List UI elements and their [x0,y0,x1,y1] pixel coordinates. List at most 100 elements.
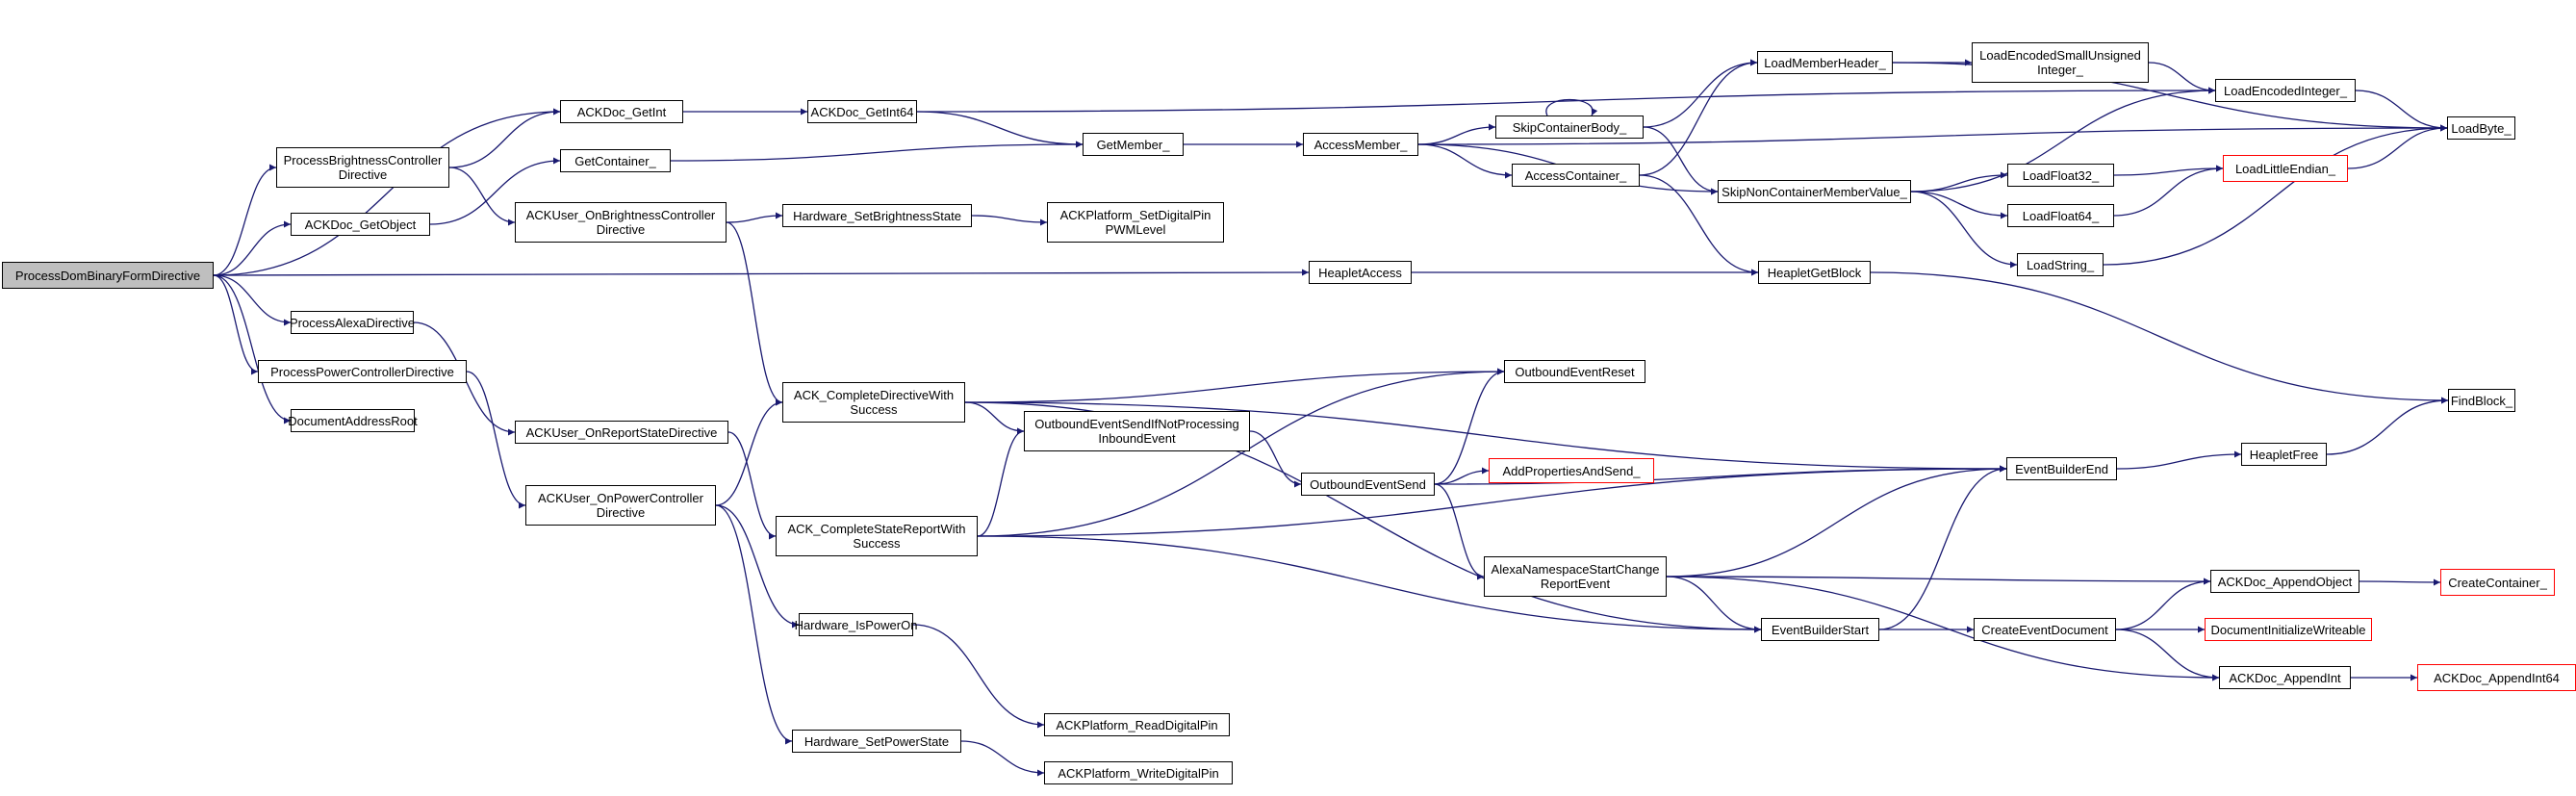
edge-n8-to-n10 [916,87,2216,113]
node-ack-completedirectivewith-success[interactable]: ACK_CompleteDirectiveWith Success [782,382,965,423]
node-hardware-setpowerstate[interactable]: Hardware_SetPowerState [792,730,961,753]
node-documentinitializewriteable[interactable]: DocumentInitializeWriteable [2205,618,2372,641]
edge-n43-to-n44 [727,431,777,540]
edge-n14-to-n15 [1643,126,1719,195]
edge-n15-to-n19 [1910,171,2008,193]
edge-n0-to-n1 [213,108,561,276]
edge-n15-to-n20 [1910,191,2008,219]
edge-n0-to-n7 [213,274,292,424]
edge-n26-to-n29 [964,401,2007,473]
node-createcontainer[interactable]: CreateContainer_ [2440,569,2555,596]
edge-n27-to-n28 [971,215,1048,226]
node-eventbuilderend[interactable]: EventBuilderEnd [2006,457,2117,480]
node-loadfloat32[interactable]: LoadFloat32_ [2007,164,2114,187]
edge-n19-to-n22 [2113,165,2224,176]
node-heapletgetblock[interactable]: HeapletGetBlock [1758,261,1871,284]
node-outboundeventsend[interactable]: OutboundEventSend [1301,473,1435,496]
node-loadlittleendian[interactable]: LoadLittleEndian_ [2223,155,2348,182]
edge-n44-to-n32 [977,427,1025,537]
edge-n2-to-n1 [448,108,561,168]
edge-n8-to-n9 [916,111,1084,148]
edge-n44-to-n30 [977,535,1762,633]
edge-n33-to-n23 [2326,397,2449,455]
edge-n13-to-n17 [1639,59,1758,176]
edge-n10-to-n12 [2355,90,2448,132]
node-ackuser-onbrightnesscontroller-directive[interactable]: ACKUser_OnBrightnessController Directive [515,202,727,243]
edge-n0-to-n3 [213,220,292,276]
node-processalexadirective[interactable]: ProcessAlexaDirective [290,311,415,334]
edge-n22-to-n12 [2347,124,2448,169]
edge-n26-to-n31 [964,368,1505,403]
node-ackdoc-getobject[interactable]: ACKDoc_GetObject [291,213,430,236]
edge-n42-to-n29 [1666,465,2007,578]
edge-n40-to-n31 [1434,368,1505,485]
edge-n21-to-n12 [2103,124,2448,266]
node-ack-completestatereportwith-success[interactable]: ACK_CompleteStateReportWith Success [776,516,978,556]
edge-n25-to-n26 [726,221,783,406]
node-loadbyte[interactable]: LoadByte_ [2447,116,2515,140]
node-outboundeventreset[interactable]: OutboundEventReset [1504,360,1645,383]
node-addpropertiesandsend[interactable]: AddPropertiesAndSend_ [1489,458,1654,483]
node-getmember[interactable]: GetMember_ [1083,133,1184,156]
edge-n14-to-n14 [1545,98,1598,116]
node-processbrightnesscontroller-directive[interactable]: ProcessBrightnessController Directive [276,147,449,188]
edge-n44-to-n29 [977,465,2007,537]
edge-n11-to-n12 [1417,124,2448,145]
node-loadencodedinteger[interactable]: LoadEncodedInteger_ [2215,79,2356,102]
node-outboundeventsendifnotprocessing-inboundevent[interactable]: OutboundEventSendIfNotProcessing Inbound… [1024,411,1250,451]
node-getcontainer[interactable]: GetContainer_ [560,149,671,172]
edge-n0-to-n5 [213,274,292,326]
node-loadmemberheader[interactable]: LoadMemberHeader_ [1757,51,1893,74]
edge-n42-to-n37 [1666,576,2220,681]
edge-n3-to-n24 [429,157,561,225]
node-alexanamespacestartchange-reportevent[interactable]: AlexaNamespaceStartChange ReportEvent [1484,556,1667,597]
node-eventbuilderstart[interactable]: EventBuilderStart [1761,618,1879,641]
node-findblock[interactable]: FindBlock_ [2448,389,2515,412]
edge-n0-to-n6 [213,274,259,375]
edge-n44-to-n31 [977,368,1505,537]
node-ackplatform-readdigitalpin[interactable]: ACKPlatform_ReadDigitalPin [1044,713,1230,736]
node-ackdoc-getint64[interactable]: ACKDoc_GetInt64 [807,100,917,123]
node-loadstring[interactable]: LoadString_ [2017,253,2104,276]
node-ackplatform-setdigitalpin-pwmlevel[interactable]: ACKPlatform_SetDigitalPin PWMLevel [1047,202,1224,243]
node-documentaddressroot[interactable]: DocumentAddressRoot [288,409,418,432]
edge-n20-to-n22 [2113,165,2224,217]
edge-n45-to-n47 [715,504,793,745]
node-ackuser-onpowercontroller-directive[interactable]: ACKUser_OnPowerController Directive [525,485,716,526]
node-ackdoc-appendint64[interactable]: ACKDoc_AppendInt64 [2417,664,2576,691]
edge-n15-to-n10 [1910,87,2216,193]
edge-n6-to-n45 [466,371,526,509]
edge-n45-to-n46 [715,504,800,629]
edge-n26-to-n32 [964,401,1025,435]
node-accessmember[interactable]: AccessMember_ [1303,133,1418,156]
node-heapletaccess[interactable]: HeapletAccess [1309,261,1412,284]
edge-n0-to-n2 [213,164,277,276]
node-hardware-ispoweron[interactable]: Hardware_IsPowerOn [795,613,917,636]
edge-n40-to-n42 [1434,483,1485,580]
edge-n34-to-n37 [2115,629,2220,681]
node-ackdoc-appendint[interactable]: ACKDoc_AppendInt [2219,666,2351,689]
edge-n47-to-n49 [960,740,1045,777]
edge-n40-to-n41 [1434,467,1490,485]
edge-n14-to-n17 [1643,59,1758,128]
edge-n30-to-n29 [1878,465,2007,630]
node-createeventdocument[interactable]: CreateEventDocument [1974,618,2116,641]
edge-n18-to-n10 [2148,62,2216,94]
node-skipnoncontainermembervalue[interactable]: SkipNonContainerMemberValue_ [1718,180,1911,203]
edge-n25-to-n27 [726,212,783,223]
node-ackdoc-getint[interactable]: ACKDoc_GetInt [560,100,683,123]
node-skipcontainerbody[interactable]: SkipContainerBody_ [1495,116,1644,139]
node-ackdoc-appendobject[interactable]: ACKDoc_AppendObject [2210,570,2359,593]
node-loadfloat64[interactable]: LoadFloat64_ [2007,204,2114,227]
node-hardware-setbrightnessstate[interactable]: Hardware_SetBrightnessState [782,204,972,227]
node-accesscontainer[interactable]: AccessContainer_ [1512,164,1640,187]
edge-n11-to-n13 [1417,143,1513,179]
node-loadencodedsmallunsigned-integer[interactable]: LoadEncodedSmallUnsigned Integer_ [1972,42,2149,83]
node-processdombinaryformdirective[interactable]: ProcessDomBinaryFormDirective [2,262,214,289]
node-ackuser-onreportstatedirective[interactable]: ACKUser_OnReportStateDirective [515,421,728,444]
node-ackplatform-writedigitalpin[interactable]: ACKPlatform_WriteDigitalPin [1044,761,1233,784]
edge-n32-to-n40 [1249,430,1302,488]
node-processpowercontrollerdirective[interactable]: ProcessPowerControllerDirective [258,360,467,383]
node-heapletfree[interactable]: HeapletFree [2241,443,2327,466]
